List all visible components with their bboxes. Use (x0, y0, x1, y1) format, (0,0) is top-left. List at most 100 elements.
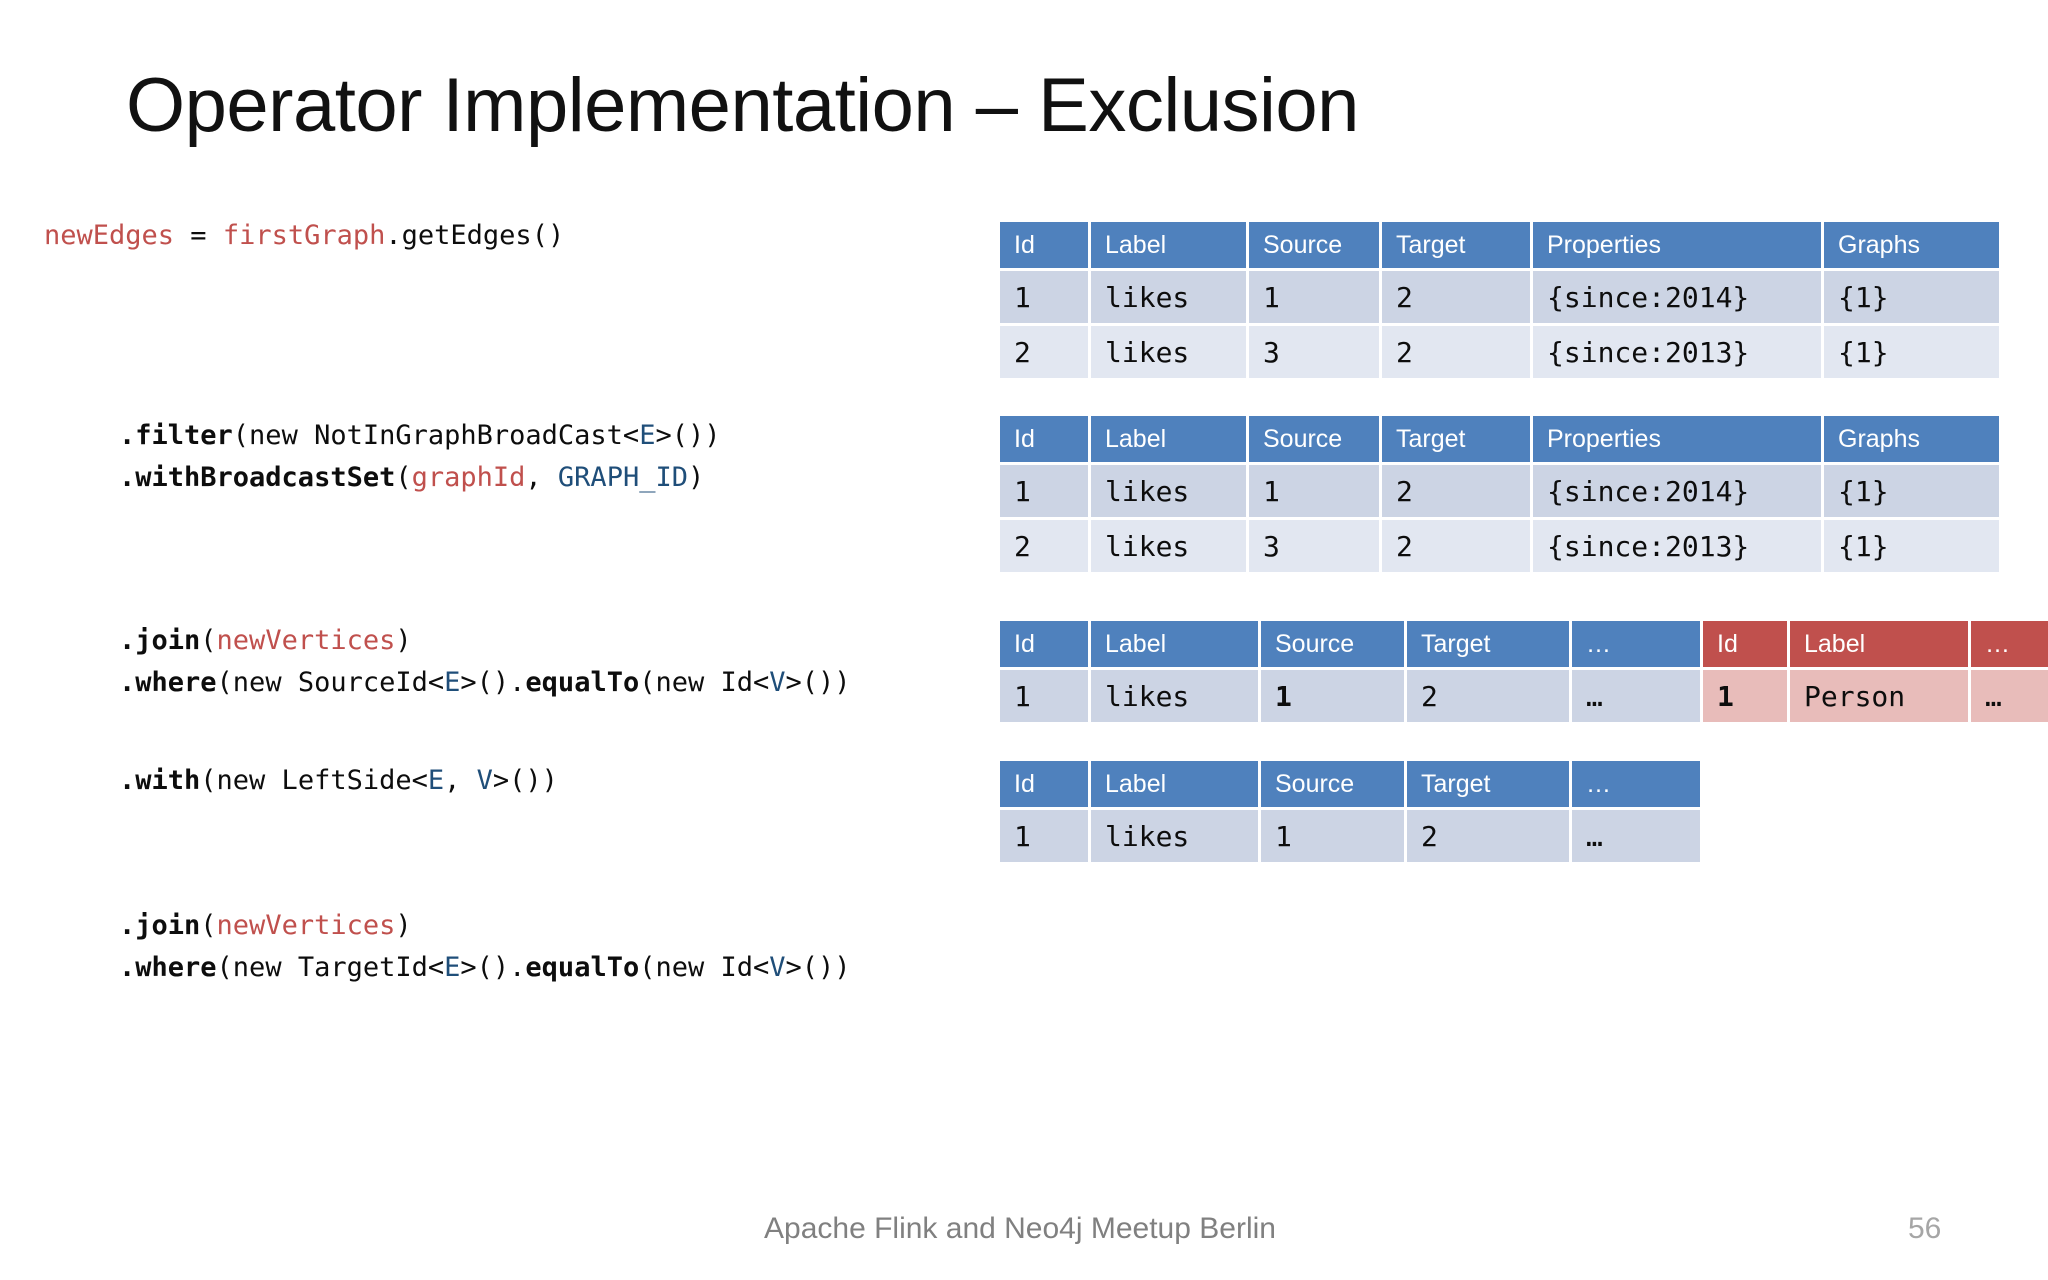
code-token-targetid: (new TargetId< (216, 952, 445, 983)
cell-graphs: {1} (1824, 326, 1999, 378)
cell-id: 1 (1000, 810, 1088, 862)
cell-label: likes (1091, 465, 1246, 517)
code-token-filter: .filter (119, 420, 233, 451)
cell-target: 2 (1407, 810, 1569, 862)
cell-properties: {since:2013} (1533, 326, 1821, 378)
column-header-properties: Properties (1533, 416, 1821, 462)
column-header-target: Target (1407, 761, 1569, 807)
page-title: Operator Implementation – Exclusion (126, 63, 1359, 148)
code-token-leftside: (new LeftSide< (200, 765, 428, 796)
code-line-with: .with(new LeftSide<E, V>()) (119, 760, 558, 802)
cell-id: 1 (1000, 465, 1088, 517)
column-header-label: Label (1091, 621, 1258, 667)
cell-source: 3 (1249, 520, 1379, 572)
code-token-generic-v-leftside: V (476, 765, 493, 796)
cell-label: likes (1091, 520, 1246, 572)
cell-properties: {since:2013} (1533, 520, 1821, 572)
column-header-source: Source (1249, 222, 1379, 268)
code-token-firstgraph: firstGraph (222, 220, 386, 251)
cell-vertex-id: 1 (1703, 670, 1787, 722)
table-row: 2 likes 3 2 {since:2013} {1} (1000, 326, 1999, 378)
column-header-vertex-id: Id (1703, 621, 1787, 667)
column-header-target: Target (1407, 621, 1569, 667)
cell-graphs: {1} (1824, 465, 1999, 517)
footer-page-number: 56 (1908, 1212, 1942, 1245)
code-token-leftside-close: >()) (492, 765, 558, 796)
cell-vertex-label: Person (1790, 670, 1968, 722)
code-token-newedges: newEdges (44, 220, 175, 251)
cell-id: 1 (1000, 670, 1088, 722)
cell-target: 2 (1382, 271, 1530, 323)
cell-source: 1 (1261, 670, 1404, 722)
column-header-label: Label (1091, 416, 1246, 462)
table-edges-initial: Id Label Source Target Properties Graphs… (1000, 222, 1999, 378)
code-token-id-2: (new Id< (639, 952, 770, 983)
table-header-row: Id Label Source Target Properties Graphs (1000, 416, 1999, 462)
footer-text: Apache Flink and Neo4j Meetup Berlin (764, 1212, 1276, 1245)
column-header-vertex-label: Label (1790, 621, 1968, 667)
cell-source: 1 (1249, 271, 1379, 323)
code-block-filter: .filter(new NotInGraphBroadCast<E>()) .w… (119, 415, 720, 499)
code-token-join-2-paren-open: ( (200, 910, 217, 941)
code-block-assignment: newEdges = firstGraph.getEdges() (44, 215, 564, 257)
code-line-filter: .filter(new NotInGraphBroadCast<E>()) (119, 415, 720, 457)
column-header-target: Target (1382, 416, 1530, 462)
column-header-ellipsis: … (1572, 761, 1700, 807)
table-header-row: Id Label Source Target … (1000, 761, 1700, 807)
code-token-generic-v-target: V (769, 952, 786, 983)
table-row: 1 likes 1 2 … (1000, 810, 1700, 862)
column-header-id: Id (1000, 222, 1088, 268)
table-edges-joined: Id Label Source Target … Id Label … 1 li… (1000, 621, 2048, 722)
code-token-id-close: >()) (785, 667, 851, 698)
code-token-leftside-comma: , (444, 765, 477, 796)
code-block-with: .with(new LeftSide<E, V>()) (119, 760, 558, 802)
cell-source: 3 (1249, 326, 1379, 378)
code-line-join-2: .join(newVertices) (119, 905, 851, 947)
column-header-graphs: Graphs (1824, 222, 1999, 268)
code-token-generic-e: E (639, 420, 656, 451)
code-token-id-2-close: >()) (785, 952, 851, 983)
column-header-id: Id (1000, 416, 1088, 462)
code-token-with: .with (119, 765, 201, 796)
table-row: 1 likes 1 2 {since:2014} {1} (1000, 271, 1999, 323)
cell-id: 2 (1000, 326, 1088, 378)
table-edges-filtered: Id Label Source Target Properties Graphs… (1000, 416, 1999, 572)
column-header-vertex-ellipsis: … (1971, 621, 2048, 667)
column-header-source: Source (1249, 416, 1379, 462)
code-token-where: .where (119, 667, 217, 698)
code-token-join-2-paren-close: ) (395, 910, 412, 941)
code-token-filter-close: >()) (655, 420, 721, 451)
cell-properties: {since:2014} (1533, 465, 1821, 517)
cell-properties: {since:2014} (1533, 271, 1821, 323)
code-token-join-paren-open: ( (200, 625, 217, 656)
column-header-properties: Properties (1533, 222, 1821, 268)
cell-target: 2 (1382, 326, 1530, 378)
code-line-where-1: .where(new SourceId<E>().equalTo(new Id<… (119, 662, 851, 704)
column-header-label: Label (1091, 222, 1246, 268)
table-row: 2 likes 3 2 {since:2013} {1} (1000, 520, 1999, 572)
code-token-paren-close: ) (687, 462, 705, 493)
code-block-join-target: .join(newVertices) .where(new TargetId<E… (119, 905, 851, 989)
cell-source: 1 (1249, 465, 1379, 517)
code-line-where-2: .where(new TargetId<E>().equalTo(new Id<… (119, 947, 851, 989)
cell-label: likes (1091, 670, 1258, 722)
code-token-getedges: .getEdges() (385, 220, 565, 251)
table-row: 1 likes 1 2 {since:2014} {1} (1000, 465, 1999, 517)
code-token-where-2: .where (119, 952, 217, 983)
code-token-equals: = (174, 220, 223, 251)
cell-label: likes (1091, 271, 1246, 323)
code-token-equalto-2: equalTo (525, 952, 640, 983)
table-edges-leftside: Id Label Source Target … 1 likes 1 2 … (1000, 761, 1700, 862)
code-block-join-source: .join(newVertices) .where(new SourceId<E… (119, 620, 851, 704)
code-token-sourceid-close: >(). (460, 667, 526, 698)
code-token-generic-e-leftside: E (427, 765, 445, 796)
code-token-newvertices-2: newVertices (216, 910, 396, 941)
cell-target: 2 (1407, 670, 1569, 722)
code-line-withbroadcastset: .withBroadcastSet(graphId, GRAPH_ID) (119, 457, 720, 499)
code-line-join-1: .join(newVertices) (119, 620, 851, 662)
cell-id: 1 (1000, 271, 1088, 323)
cell-ellipsis: … (1572, 810, 1700, 862)
column-header-id: Id (1000, 761, 1088, 807)
cell-label: likes (1091, 326, 1246, 378)
